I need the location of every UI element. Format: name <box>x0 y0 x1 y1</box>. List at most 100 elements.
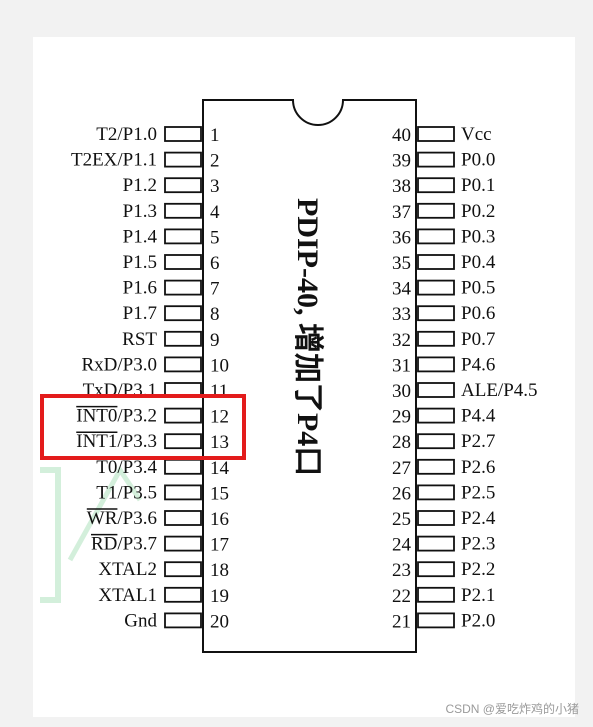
pin-number: 8 <box>210 304 220 325</box>
pin-number: 14 <box>210 458 230 479</box>
pin-pad <box>417 433 455 450</box>
pin-number: 34 <box>392 279 412 300</box>
pin-pad <box>417 510 455 526</box>
pin-label: Vcc <box>461 124 492 145</box>
pin-18: XTAL2 18 <box>98 559 229 581</box>
pin-label: XTAL1 <box>98 585 157 606</box>
pin-pad <box>417 177 455 194</box>
pin-pad <box>417 228 455 245</box>
pin-pad <box>164 279 202 296</box>
pin-number: 32 <box>392 330 411 351</box>
pin-label: P0.4 <box>461 252 496 273</box>
pin-pad <box>417 586 455 603</box>
pin-6: P1.5 6 <box>123 252 220 274</box>
pin-number: 30 <box>392 381 411 402</box>
pin-pad <box>164 202 202 219</box>
pin-number: 35 <box>392 253 411 274</box>
pin-label: P0.0 <box>461 150 495 171</box>
pin-number: 17 <box>210 535 229 556</box>
pin-label: Gnd <box>124 610 157 631</box>
pin-pad <box>164 228 202 245</box>
pin-pad <box>164 535 202 552</box>
pin-label: P0.7 <box>461 329 495 350</box>
pin-number: 25 <box>392 509 411 530</box>
pin-number: 18 <box>210 560 229 581</box>
pin-pad <box>164 151 202 168</box>
pin-number: 3 <box>210 176 220 197</box>
pin-pad <box>417 561 455 578</box>
pin-35: 35 P0.4 <box>392 252 496 274</box>
pin-pad <box>164 510 202 526</box>
pin-label: P0.6 <box>461 303 495 324</box>
pin-number: 40 <box>392 125 411 146</box>
pin-label: P1.3 <box>123 201 157 222</box>
pin-pad <box>164 407 202 424</box>
csdn-watermark: CSDN @爱吃炸鸡的小猪 <box>445 702 579 716</box>
pin-8: P1.7 8 <box>123 303 220 325</box>
highlight-box <box>40 394 246 460</box>
pin-pad <box>417 535 455 552</box>
pin-label: RST <box>122 329 157 350</box>
pin-pad <box>417 254 455 270</box>
pin-number: 39 <box>392 151 411 172</box>
pin-number: 12 <box>210 407 229 428</box>
pin-pad <box>164 356 202 373</box>
pin-label: P2.4 <box>461 508 496 529</box>
pin-label: T0/P3.4 <box>96 457 157 478</box>
pin-38: 38 P0.1 <box>392 175 495 197</box>
pin-label: T1/P3.5 <box>96 482 157 503</box>
pin-label: T2EX/P1.1 <box>71 150 157 171</box>
pin-number: 22 <box>392 586 411 607</box>
pin-number: 11 <box>210 381 228 402</box>
pin-label: P0.1 <box>461 175 495 196</box>
pin-number: 1 <box>210 125 220 146</box>
pin-number: 7 <box>210 279 220 300</box>
background-watermark <box>40 465 143 603</box>
pin-number: 33 <box>392 304 411 325</box>
pin-label: ALE/P4.5 <box>461 380 538 401</box>
pin-39: 39 P0.0 <box>392 150 495 172</box>
pin-label: P1.4 <box>123 226 158 247</box>
pin-14: T0/P3.4 14 <box>96 457 229 479</box>
pin-label: P1.5 <box>123 252 157 273</box>
pin-number: 21 <box>392 611 411 632</box>
pin-21: 21 P2.0 <box>392 610 495 632</box>
pin-number: 16 <box>210 509 229 530</box>
pin-label: P1.7 <box>123 303 157 324</box>
pin-pad <box>417 305 455 322</box>
pin-1: T2/P1.0 1 <box>96 124 219 146</box>
pin-label: XTAL2 <box>98 559 157 580</box>
pin-pad <box>417 484 455 501</box>
pin-number: 6 <box>210 253 220 274</box>
pin-label: T2/P1.0 <box>96 124 157 145</box>
pin-number: 38 <box>392 176 411 197</box>
pin-number: 10 <box>210 355 229 376</box>
pin-number: 29 <box>392 407 411 428</box>
pin-pad <box>417 126 455 142</box>
pin-label: P2.0 <box>461 610 495 631</box>
pin-16: WR/P3.6 16 <box>86 508 229 530</box>
pin-number: 27 <box>392 458 411 479</box>
pin-pad <box>164 612 202 629</box>
pin-number: 13 <box>210 432 229 453</box>
pin-pad <box>164 330 202 347</box>
pin-label: WR/P3.6 <box>87 508 157 529</box>
pin-number: 4 <box>210 202 220 223</box>
pin-label: P0.3 <box>461 226 495 247</box>
pin-number: 5 <box>210 227 220 248</box>
pin-pad <box>417 279 455 296</box>
pin-number: 9 <box>210 330 220 351</box>
